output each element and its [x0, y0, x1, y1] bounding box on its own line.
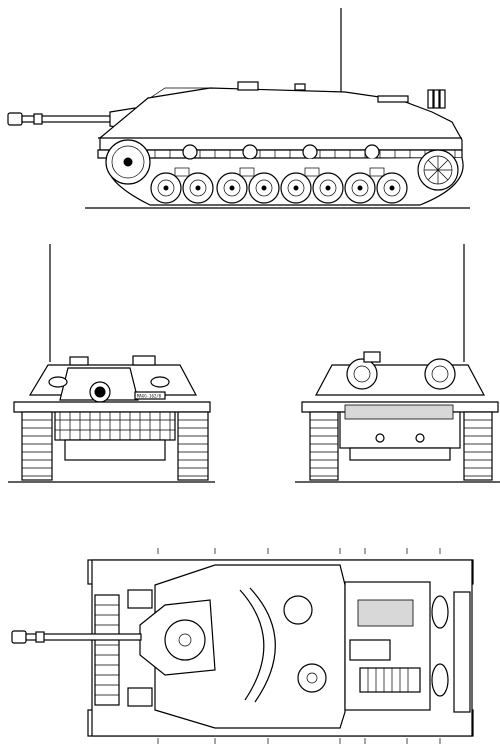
- side-idler-wheel: [417, 149, 459, 191]
- front-fenders: [13, 401, 211, 413]
- top-rear-spare-wheels: [431, 595, 449, 697]
- front-track-right: [177, 411, 209, 481]
- front-plate: [134, 391, 166, 400]
- front-plate-text: MAGG-162/0: [137, 394, 162, 399]
- top-gun-barrel: [11, 630, 142, 644]
- front-view: MAGG-162/0: [8, 244, 215, 483]
- top-engine-grille: [359, 667, 421, 693]
- side-return-rollers: [182, 144, 380, 160]
- top-view: [11, 548, 474, 744]
- rear-track-left: [309, 411, 339, 481]
- top-spare-track-links: [94, 594, 120, 706]
- rear-spare-wheels: [346, 358, 456, 390]
- side-rear-stowage: [427, 89, 446, 109]
- rear-track-right: [463, 411, 493, 481]
- top-rear-stowage: [453, 591, 471, 713]
- rear-view: [295, 244, 500, 483]
- side-cupola: [237, 81, 259, 91]
- side-track-upper: [97, 149, 463, 159]
- front-hull: [54, 411, 176, 441]
- side-drive-sprocket: [105, 139, 151, 185]
- top-dimension-ticks: [157, 548, 441, 744]
- side-road-wheels: [150, 172, 408, 204]
- rear-superstructure: [315, 364, 485, 396]
- top-loader-hatch: [297, 663, 327, 693]
- top-roof-arc: [239, 589, 265, 701]
- side-view: [7, 8, 470, 209]
- side-bogies: [174, 167, 385, 177]
- top-commander-hatch: [283, 595, 313, 625]
- front-track-left: [21, 411, 53, 481]
